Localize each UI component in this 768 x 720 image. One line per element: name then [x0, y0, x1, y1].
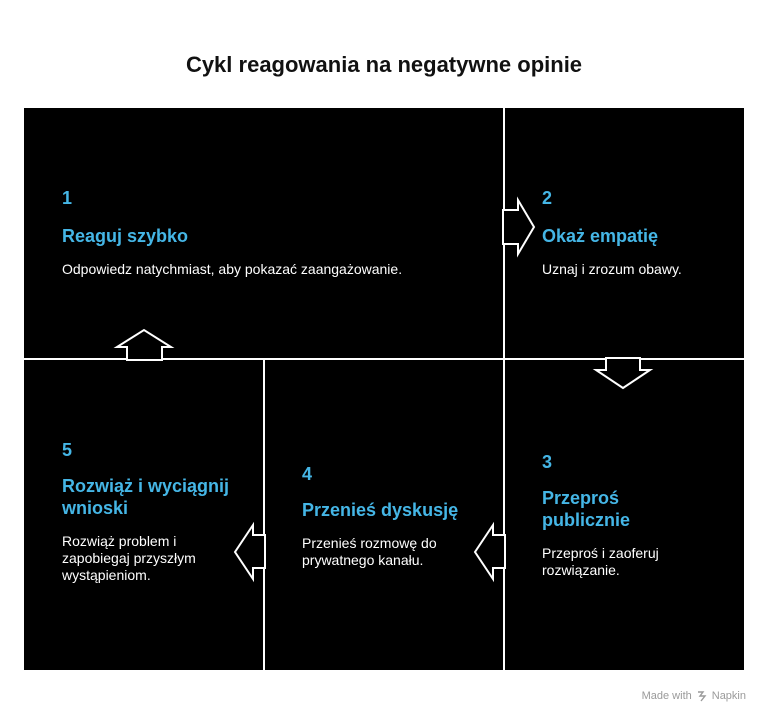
step-number: 2: [542, 188, 553, 208]
step-3: 3 Przeproś publicznie Przeproś i zaoferu…: [542, 452, 672, 579]
step-number: 5: [62, 440, 73, 460]
diagram-title: Cykl reagowania na negatywne opinie: [185, 52, 583, 77]
arrow-right-icon: [502, 196, 536, 258]
made-with-label: Made with: [641, 690, 692, 702]
step-description: Uznaj i zrozum obawy.: [542, 261, 682, 277]
step-heading: Rozwiąż i wyciągnij wnioski: [62, 476, 230, 518]
step-description: Odpowiedz natychmiast, aby pokazać zaang…: [62, 261, 403, 277]
step-heading: Przenieś dyskusję: [302, 500, 459, 520]
step-5: 5 Rozwiąż i wyciągnij wnioski Rozwiąż pr…: [62, 440, 237, 584]
step-number: 3: [542, 452, 553, 472]
arrow-left-icon: [473, 521, 506, 583]
arrow-down-icon: [592, 357, 654, 390]
footer-credit: Made with Napkin: [642, 690, 746, 702]
cycle-grid: [24, 108, 744, 670]
step-description: Przeproś i zaoferuj rozwiązanie.: [542, 545, 659, 578]
step-1: 1 Reaguj szybko Odpowiedz natychmiast, a…: [62, 188, 482, 278]
step-description: Rozwiąż problem i zapobiegaj przyszłym w…: [62, 533, 196, 583]
step-heading: Reaguj szybko: [62, 226, 189, 246]
napkin-logo-icon: [697, 691, 707, 702]
step-heading: Przeproś publicznie: [542, 488, 631, 530]
step-4: 4 Przenieś dyskusję Przenieś rozmowę do …: [302, 464, 482, 569]
step-number: 1: [62, 188, 73, 208]
step-heading: Okaż empatię: [542, 226, 659, 246]
arrow-up-icon: [113, 328, 175, 361]
arrow-left-icon: [233, 521, 266, 583]
step-number: 4: [302, 464, 313, 484]
brand-name: Napkin: [711, 690, 746, 702]
step-2: 2 Okaż empatię Uznaj i zrozum obawy.: [542, 188, 732, 278]
step-description: Przenieś rozmowę do prywatnego kanału.: [302, 535, 437, 568]
